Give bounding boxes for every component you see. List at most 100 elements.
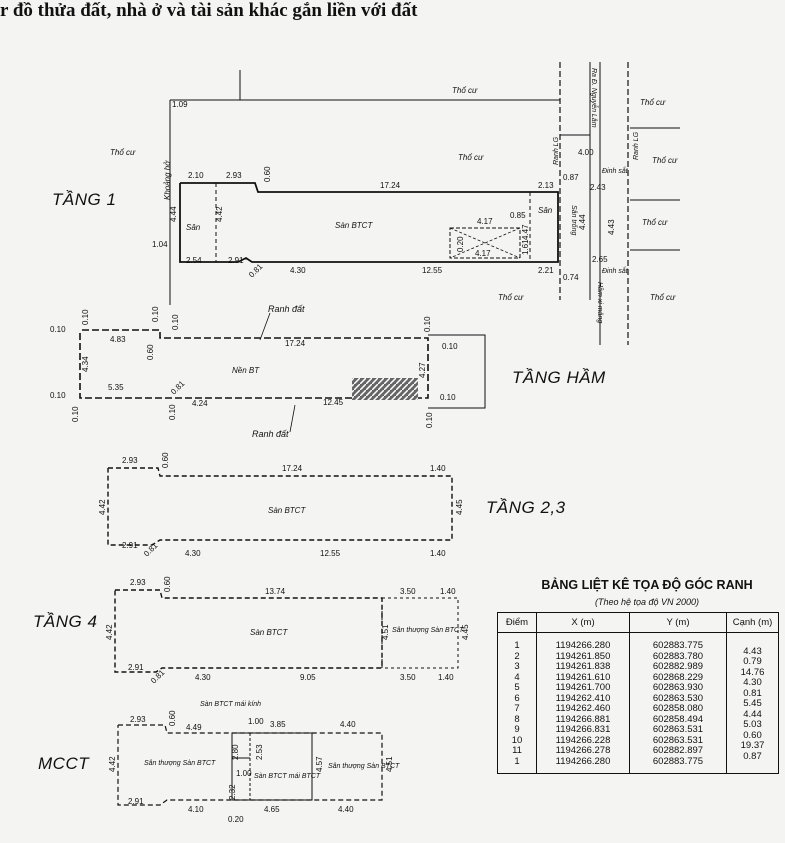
dim: 4.45: [455, 499, 464, 515]
page-header: r đồ thửa đất, nhà ở và tài sản khác gắn…: [0, 0, 418, 21]
table-cell: 602858.080: [629, 703, 727, 715]
table-cell: 602882.989: [629, 661, 727, 673]
table-cell: 3: [497, 661, 537, 673]
label: Ranh LG: [553, 136, 560, 165]
dim: 1.04: [152, 240, 168, 249]
dim: 4.42: [105, 624, 114, 640]
floor-label-tang-4: TẦNG 4: [33, 612, 98, 631]
dim: 2.13: [538, 181, 554, 190]
dim: 0.20: [456, 236, 465, 252]
dim: 4.40: [340, 720, 356, 729]
table-cell: 1194266.280: [536, 632, 630, 652]
dim: 2.80: [231, 744, 240, 760]
dim: 1.40: [438, 673, 454, 682]
dim: 4.49: [186, 723, 202, 732]
label: Sàn BTCT mái kính: [200, 701, 261, 708]
plan-tang-1: Thổ cư Thổ cư Thổ cư Thổ cư Thổ cư Thổ c…: [110, 62, 680, 345]
dim: 0.10: [71, 406, 80, 422]
dim: 0.10: [151, 306, 160, 322]
table-cell-edge: 19.37: [726, 740, 779, 752]
dim: 0.10: [171, 314, 180, 330]
dim: 4.51: [381, 624, 390, 640]
dim: 2.91: [122, 541, 138, 550]
dim: 2.93: [122, 456, 138, 465]
table-cell: 1: [497, 756, 537, 774]
dim: 1.40: [430, 549, 446, 558]
dim: 4.30: [195, 673, 211, 682]
dim: 1.00: [236, 769, 252, 778]
dim: 1.09: [172, 100, 188, 109]
dim: 0.81: [149, 668, 167, 686]
dim: 2.91: [228, 256, 244, 265]
table-cell: 1194262.460: [536, 703, 630, 715]
dim: 2.43: [590, 183, 606, 192]
label: Ra Đ. Nguyễn Lâm: [590, 68, 599, 128]
plan-tang-4: Sàn BTCT Sân thượng Sàn BTCT 2.93 0.60 1…: [105, 576, 470, 686]
label: Sân thượng Sàn BTCT: [328, 763, 400, 770]
label: Thổ cư: [650, 293, 676, 302]
table-cell-edge: 4.43: [726, 646, 779, 657]
dim: 3.50: [400, 587, 416, 596]
dim: 4.00: [578, 148, 594, 157]
label: Thổ cư: [110, 148, 136, 157]
coords-table-subtitle: (Theo hệ tọa độ VN 2000): [594, 597, 700, 607]
table-cell: 602883.775: [629, 756, 727, 774]
table-cell: 1194266.278: [536, 745, 630, 757]
table-cell-edge: 4.44: [726, 709, 779, 720]
col-header: Điểm: [497, 612, 537, 633]
table-cell-edge: 0.87: [726, 751, 779, 769]
table-header-row: Điểm X (m) Y (m) Cạnh (m): [497, 612, 779, 633]
label: Sàn BTCT: [250, 628, 288, 637]
table-cell: 602863.930: [629, 682, 727, 694]
dim: 5.35: [108, 383, 124, 392]
dim: 0.60: [168, 710, 177, 726]
label: Ranh đất: [268, 304, 305, 314]
dim: 2.91: [128, 797, 144, 806]
dim: 17.24: [380, 181, 401, 190]
dim: 0.74: [563, 273, 579, 282]
dim: 2.10: [188, 171, 204, 180]
dim: 0.81: [142, 541, 160, 559]
label: Sân: [538, 206, 553, 215]
dim: 1.00: [248, 717, 264, 726]
dim: 17.24: [285, 339, 306, 348]
dim: 4.10: [188, 805, 204, 814]
table-cell: 602882.897: [629, 745, 727, 757]
dim: 0.81: [247, 262, 265, 280]
dim: 4.42: [215, 206, 224, 222]
floor-label-tang-2-3: TẦNG 2,3: [486, 498, 566, 517]
col-header: Cạnh (m): [726, 612, 779, 633]
label: Sân trống: [570, 205, 578, 235]
dim: 4.42: [98, 499, 107, 515]
dim: 0.85: [510, 211, 526, 220]
dim: 1.40: [440, 587, 456, 596]
col-header: X (m): [536, 612, 630, 633]
dim: 0.10: [442, 342, 458, 351]
label: Sàn BTCT: [268, 506, 306, 515]
label: Nền BT: [232, 366, 260, 375]
plan-mcct: Sàn BTCT mái kính Sân thượng Sàn BTCT Sà…: [108, 701, 400, 824]
label: Thổ cư: [652, 156, 678, 165]
label: Khoảng hở: [163, 160, 172, 200]
dim: 0.60: [263, 166, 272, 182]
dim: 2.53: [255, 744, 264, 760]
dim: 12.45: [323, 398, 344, 407]
label: Thổ cư: [498, 293, 524, 302]
label: Sàn BTCT: [335, 221, 373, 230]
dim: 0.10: [50, 391, 66, 400]
table-cell-edge: 14.76: [726, 667, 779, 678]
label: Sân: [186, 223, 201, 232]
dim: 17.24: [282, 464, 303, 473]
dim: 4.44: [578, 214, 587, 230]
dim: 2.93: [130, 715, 146, 724]
dim: 0.10: [423, 316, 432, 332]
dim: 1.61: [521, 239, 530, 255]
